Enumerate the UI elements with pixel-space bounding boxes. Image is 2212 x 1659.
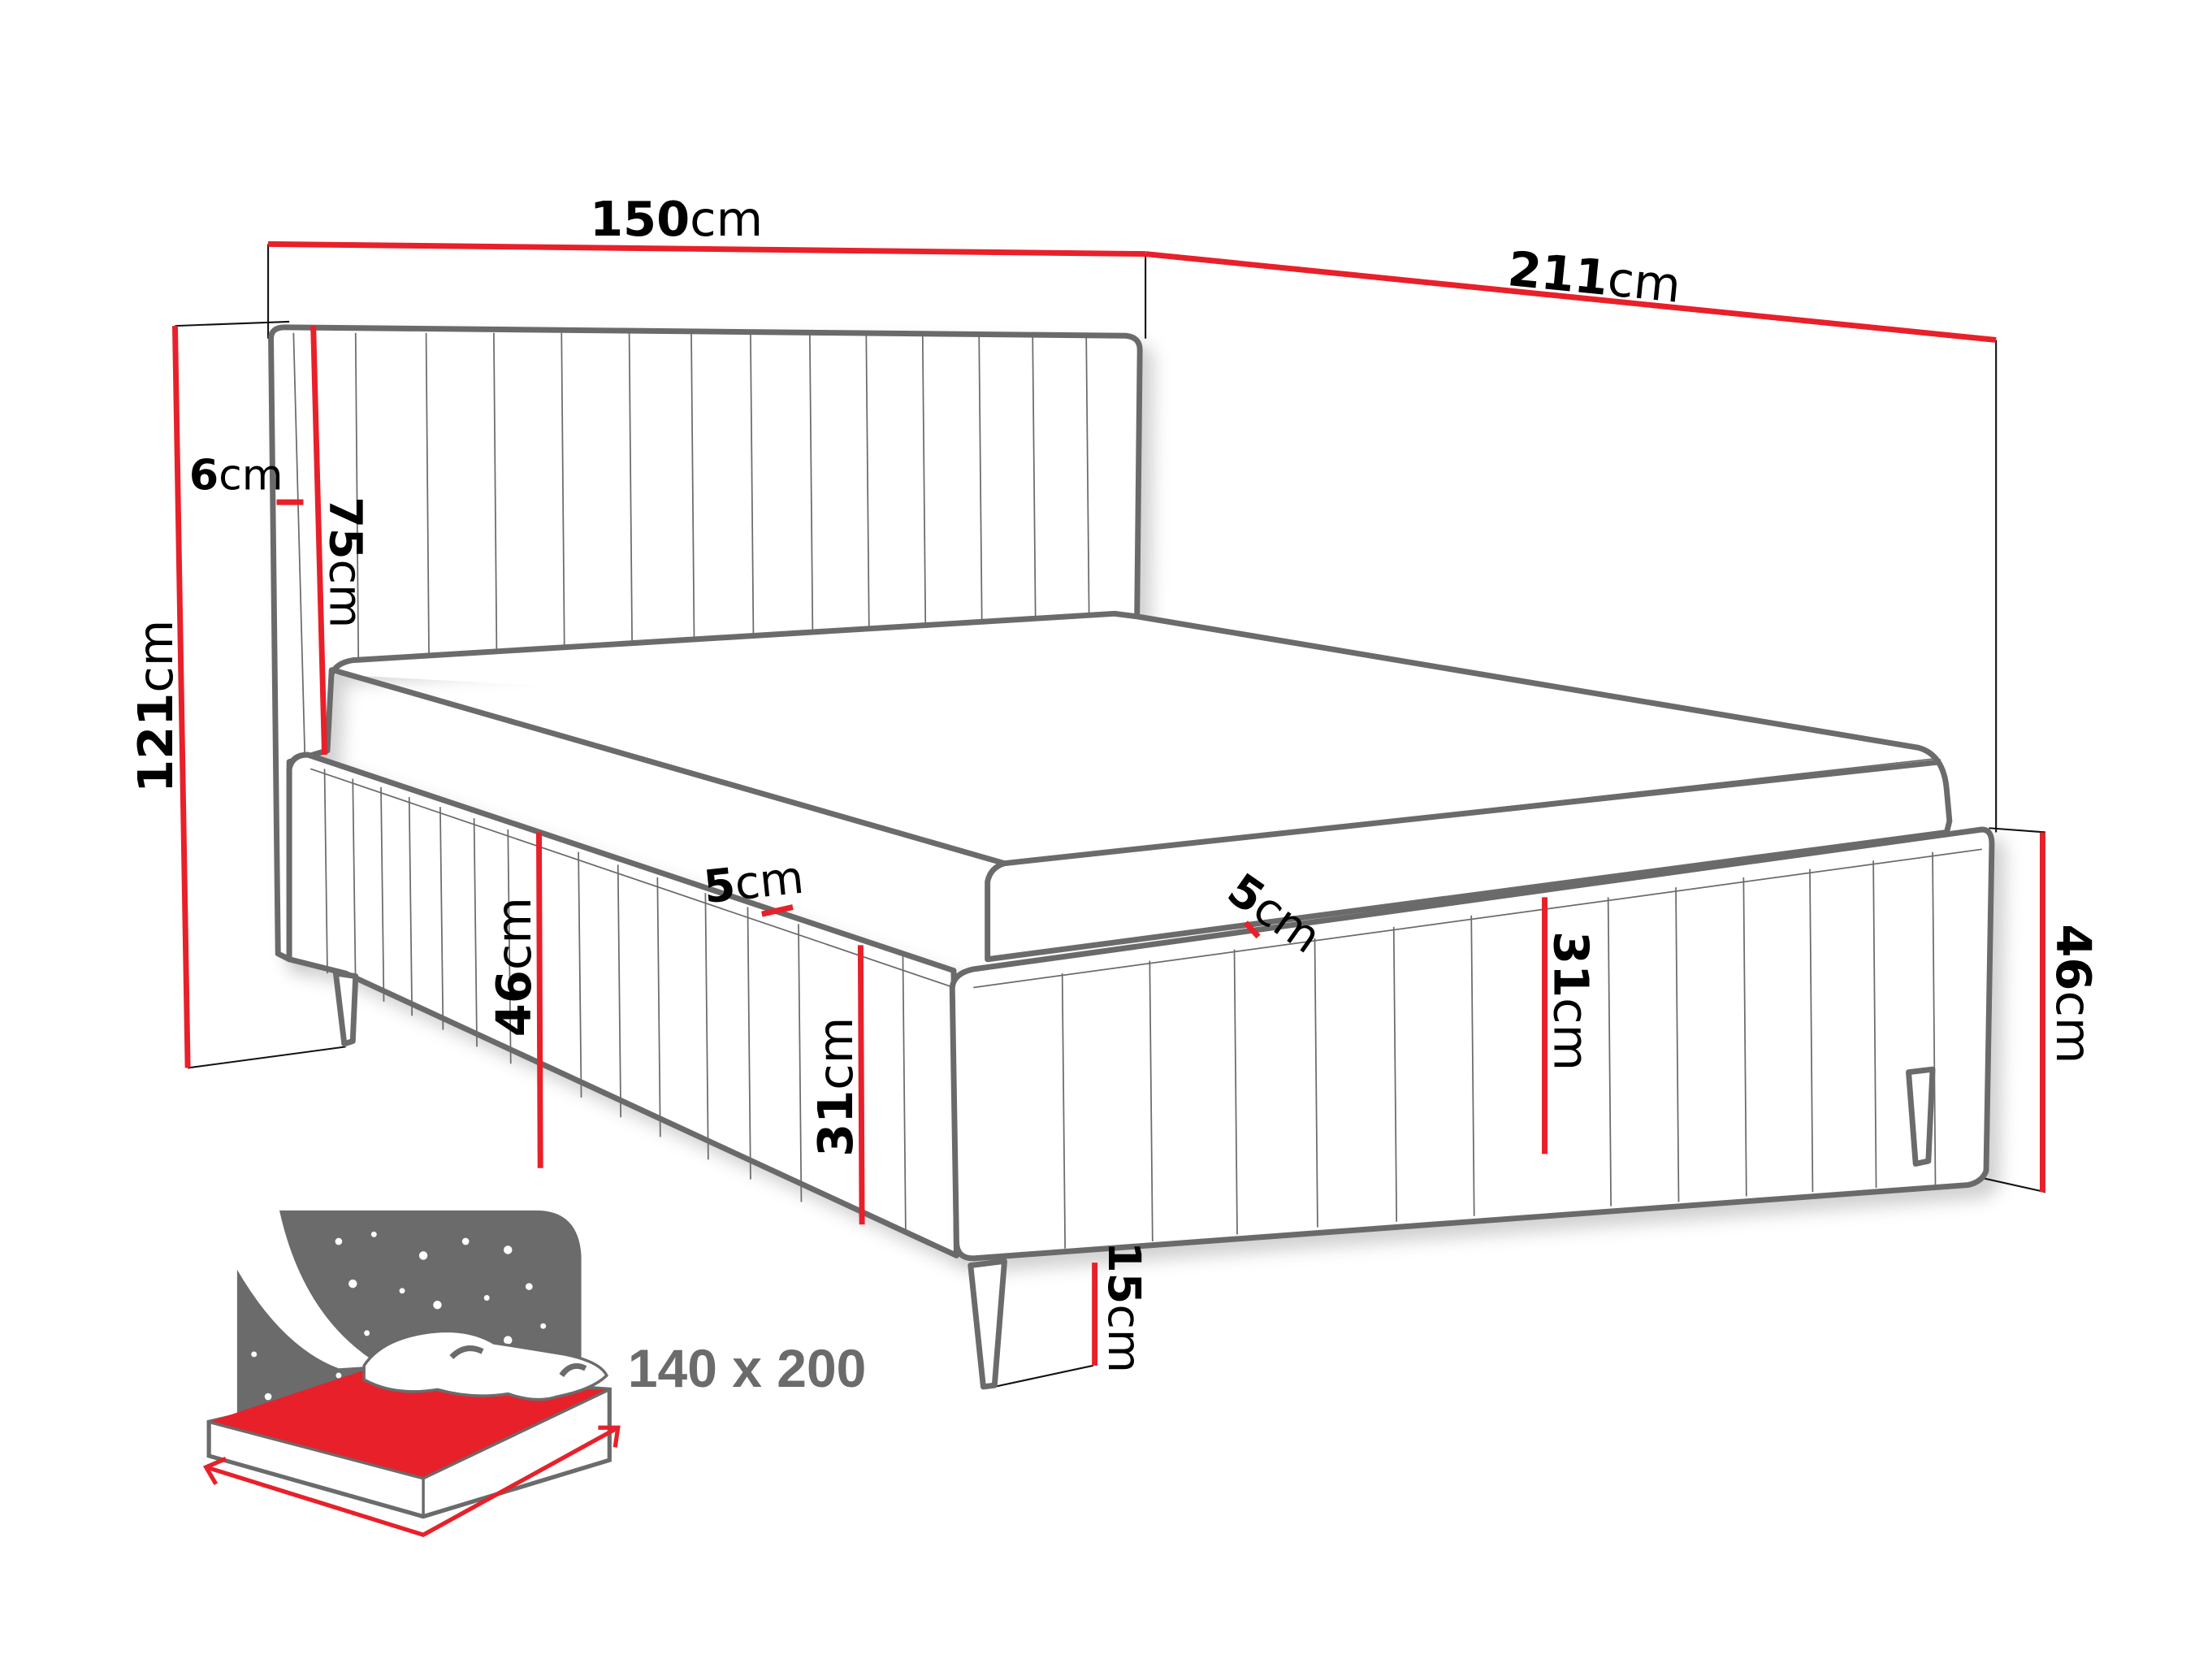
svg-text:31cm: 31cm (1543, 931, 1599, 1071)
svg-text:6cm: 6cm (189, 452, 284, 500)
svg-text:121cm: 121cm (128, 620, 184, 793)
svg-text:31cm: 31cm (807, 1017, 864, 1157)
svg-text:46cm: 46cm (486, 897, 542, 1037)
svg-text:46cm: 46cm (2045, 924, 2102, 1063)
label-total-height: 121cm (128, 620, 184, 793)
label-frame-thickness-side: 5cm (701, 851, 806, 915)
svg-text:15cm: 15cm (1097, 1241, 1150, 1373)
headboard-channels (292, 332, 1090, 755)
label-side-rail-height-front: 31cm (1543, 931, 1599, 1071)
side-rail-channels (310, 768, 954, 1235)
svg-text:211cm: 211cm (1505, 240, 1683, 314)
mattress-size-label: 140 x 200 (628, 1338, 866, 1398)
label-frame-height-right: 46cm (2045, 924, 2102, 1063)
label-frame-height-left: 46cm (486, 897, 542, 1037)
base-side-rail (286, 752, 959, 1258)
label-side-rail-height-left: 31cm (807, 1017, 864, 1157)
label-leg-height: 15cm (1097, 1241, 1150, 1373)
svg-text:150cm: 150cm (590, 191, 763, 247)
label-length: 211cm (1505, 240, 1683, 314)
label-headboard-height: 75cm (318, 496, 371, 628)
mattress (328, 610, 1953, 963)
footboard-channels (973, 848, 1982, 1249)
legs (332, 970, 1936, 1390)
label-width: 150cm (590, 191, 763, 247)
dimension-lines (172, 240, 2045, 1366)
svg-text:5cm: 5cm (701, 851, 806, 915)
bed-mattress-night-icon (202, 1210, 621, 1538)
label-headboard-thickness: 6cm (189, 452, 284, 500)
svg-text:75cm: 75cm (318, 496, 371, 628)
